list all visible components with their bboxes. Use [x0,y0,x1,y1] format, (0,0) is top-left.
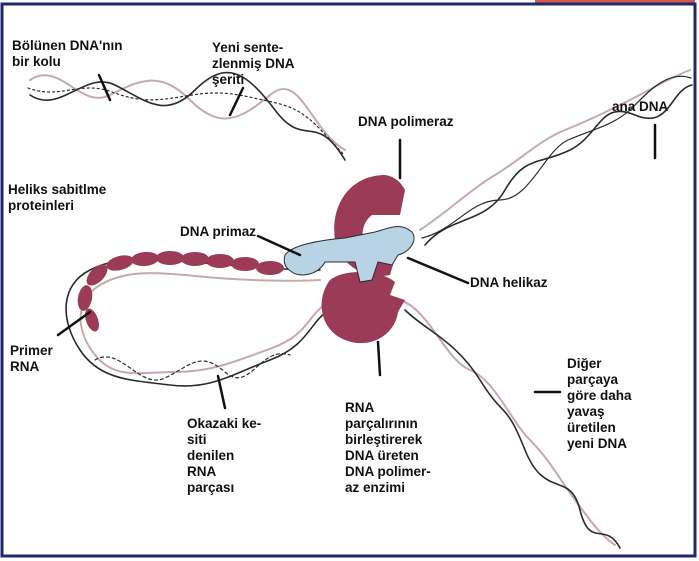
label-line: proteinleri [8,198,74,213]
label-line: Primer [10,343,54,358]
label-line: DNA helikaz [470,275,548,290]
label-line: ana DNA [612,99,669,114]
label-line: bir kolu [12,54,61,69]
label-line: Okazaki ke- [187,416,261,431]
label-line: RNA [345,400,374,415]
pointer-helicase [408,258,468,283]
label-line: yavaş [567,404,605,419]
label-line: parçaya [567,372,619,387]
parent-dna-strand [420,70,692,245]
label-dna-primase: DNA primaz [180,224,256,239]
lagging-loop-strand [66,259,330,386]
pointer-new-strand [230,88,243,115]
label-dna-polymerase: DNA polimeraz [358,114,454,129]
label-line: Heliks sabitlme [8,182,107,197]
pointer-okazaki [218,376,225,408]
label-line: parçası [187,480,234,495]
label-line: Diğer [567,356,602,371]
label-line: RNA [10,359,39,374]
pointer-primer-rna [58,312,90,335]
label-line: yeni DNA [567,436,627,451]
label-dna-helicase: DNA helikaz [470,275,548,290]
label-line: parçalırının [345,416,418,431]
pointer-primase [258,236,300,255]
label-line: DNA üreten [345,448,419,463]
label-line: Yeni sente- [212,40,283,55]
label-line: denilen [187,448,234,463]
upper-left-strand [28,73,345,160]
label-line: göre daha [567,388,632,403]
label-line: az enzimi [345,480,405,495]
label-line: DNA polimer- [345,464,431,479]
label-line: Bölünen DNA'nın [12,38,122,53]
label-line: DNA polimeraz [358,114,454,129]
dna-polymerase-lower [322,272,405,343]
label-line: siti [187,432,207,447]
label-line: DNA primaz [180,224,256,239]
label-parent-dna: ana DNA [612,99,669,114]
pointer-rna-polymerase [378,342,380,375]
label-line: birleştirerek [345,432,423,447]
label-line: üretilen [567,420,616,435]
label-line: zlenmiş DNA [212,56,295,71]
label-line: şeriti [212,72,244,87]
label-line: RNA [187,464,216,479]
